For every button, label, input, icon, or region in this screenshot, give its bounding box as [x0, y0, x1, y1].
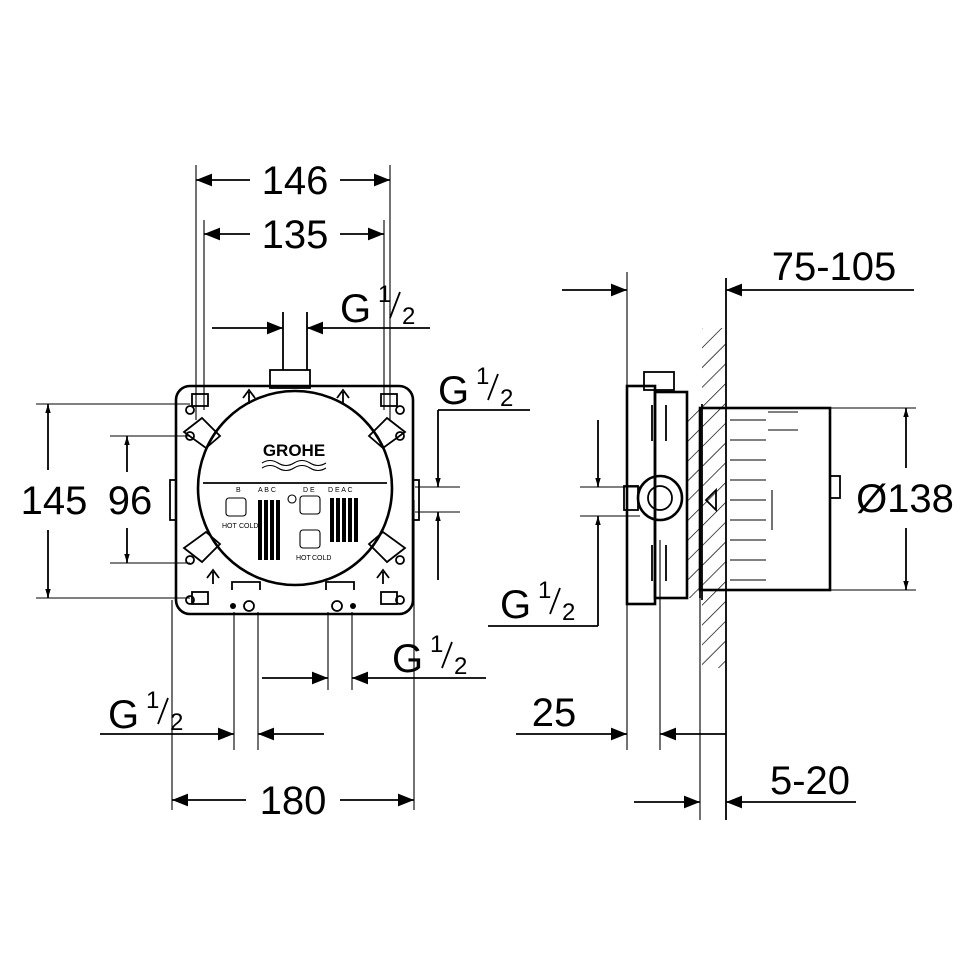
side-valve-circle — [636, 474, 684, 522]
front-view: GROHE B A B C D E D E A C HOT COLD HOT C… — [21, 159, 530, 823]
dim-diameter: Ø138 — [856, 477, 954, 521]
svg-text:COLD: COLD — [239, 523, 258, 530]
svg-text:1: 1 — [476, 363, 489, 390]
corner-clips — [182, 388, 407, 605]
svg-text:1: 1 — [146, 687, 159, 714]
svg-text:G: G — [340, 287, 371, 331]
svg-text:COLD: COLD — [312, 555, 331, 562]
svg-text:1: 1 — [430, 631, 443, 658]
mounting-plate — [174, 384, 415, 616]
dim-width-135: 135 — [262, 213, 329, 257]
dim-tile: 5-20 — [770, 759, 850, 803]
svg-text:2: 2 — [562, 599, 575, 626]
side-housing — [698, 406, 832, 592]
dim-depth: 75-105 — [772, 245, 897, 289]
svg-text:G: G — [108, 693, 139, 737]
svg-text:D E A C: D E A C — [328, 487, 353, 494]
svg-text:B: B — [236, 487, 241, 494]
thread-label-top: G 1 2 — [340, 281, 415, 331]
side-body-plate — [625, 384, 657, 606]
thread-label-bottom-left: G 1 2 — [108, 687, 183, 737]
thread-label-right: G 1 2 — [438, 363, 513, 413]
thread-label-bottom-right: G 1 2 — [392, 631, 467, 681]
brand-logo: GROHE — [263, 441, 325, 460]
top-inlet-pipe — [269, 369, 311, 389]
svg-text:1: 1 — [538, 577, 551, 604]
svg-text:HOT: HOT — [222, 523, 238, 530]
svg-text:G: G — [392, 637, 423, 681]
svg-text:G: G — [500, 583, 531, 627]
side-lug-left — [169, 479, 177, 521]
port-legend: B A B C D E D E A C HOT COLD HOT COLD — [222, 487, 358, 562]
dim-height-145: 145 — [21, 479, 88, 523]
svg-text:HOT: HOT — [296, 555, 312, 562]
svg-text:2: 2 — [170, 709, 183, 736]
svg-text:2: 2 — [454, 653, 467, 680]
svg-text:G: G — [438, 369, 469, 413]
dim-width-146: 146 — [262, 159, 329, 203]
bottom-outlets — [230, 581, 356, 612]
svg-text:2: 2 — [402, 303, 415, 330]
main-housing-circle — [196, 389, 394, 587]
thread-label-side: G 1 2 — [500, 577, 575, 627]
dim-height-96: 96 — [108, 479, 153, 523]
svg-text:1: 1 — [378, 281, 391, 308]
dim-offset: 25 — [532, 691, 577, 735]
dim-width-180: 180 — [260, 779, 327, 823]
side-view: 75-105 Ø138 G 1 2 25 5-20 — [488, 245, 954, 820]
svg-text:A B C: A B C — [258, 487, 276, 494]
svg-text:2: 2 — [500, 385, 513, 412]
svg-text:D E: D E — [303, 487, 315, 494]
side-lug-right — [412, 479, 420, 521]
